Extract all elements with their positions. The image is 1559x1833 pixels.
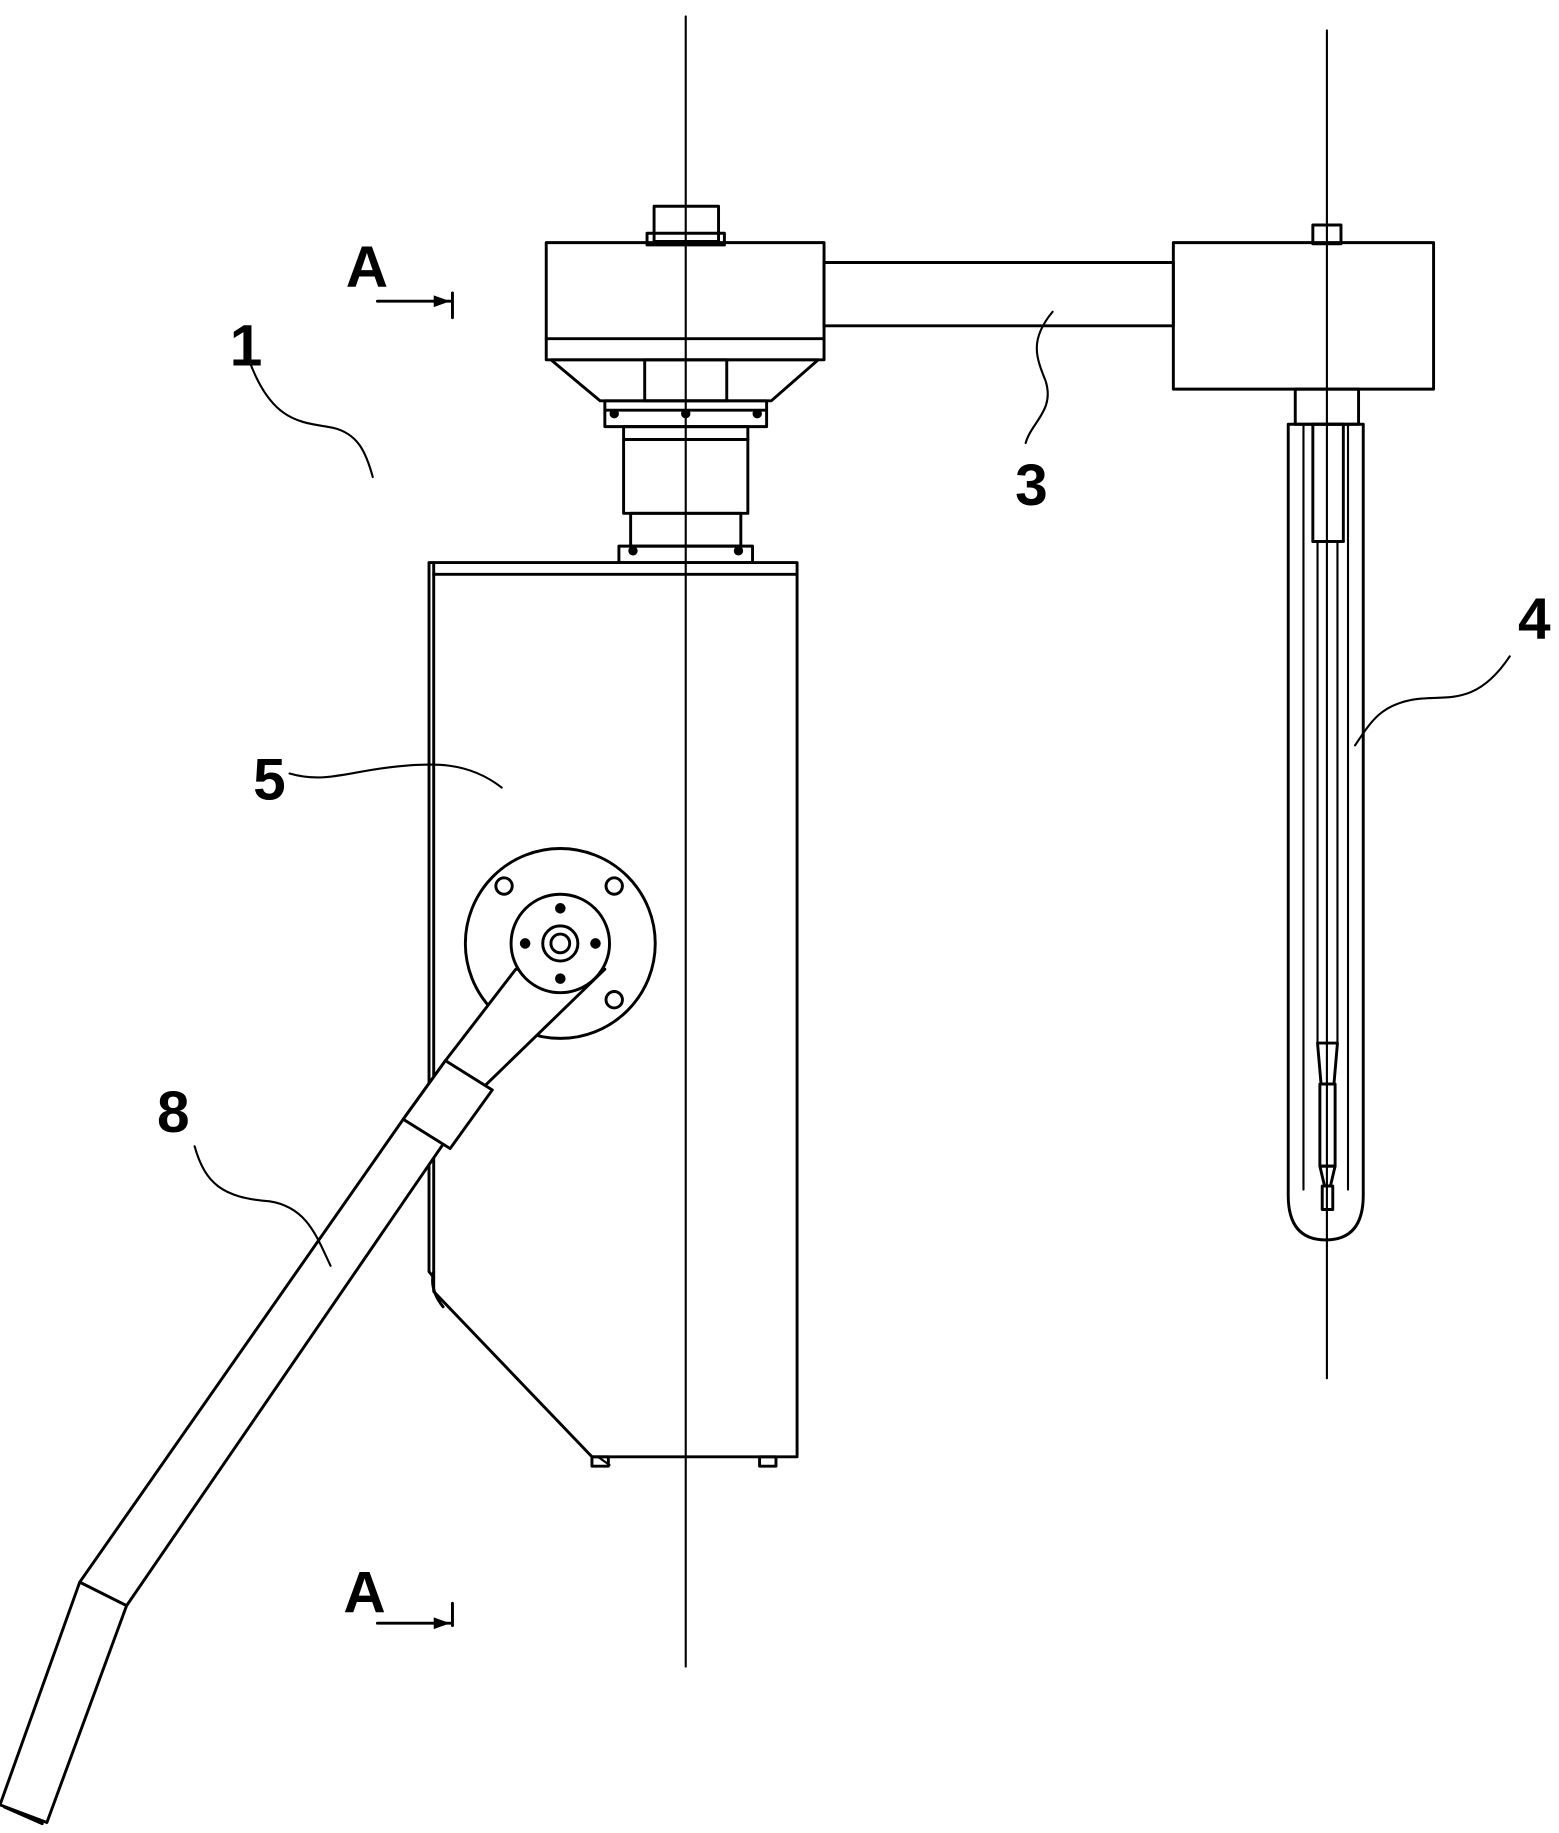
handle [0, 894, 610, 1823]
label-handle: 8 [157, 1080, 190, 1145]
arm [824, 263, 1173, 326]
probe-head [1173, 225, 1433, 424]
section-letter-bottom: A [343, 1561, 385, 1626]
label-assembly: 1 [230, 314, 263, 379]
probe [1288, 424, 1363, 1240]
section-mark-bottom: A [343, 1561, 452, 1629]
label-probe: 4 [1518, 587, 1551, 652]
section-mark-top: A [346, 235, 453, 317]
label-arm: 3 [1015, 453, 1048, 518]
section-letter-top: A [346, 235, 388, 300]
label-housing: 5 [253, 747, 286, 812]
